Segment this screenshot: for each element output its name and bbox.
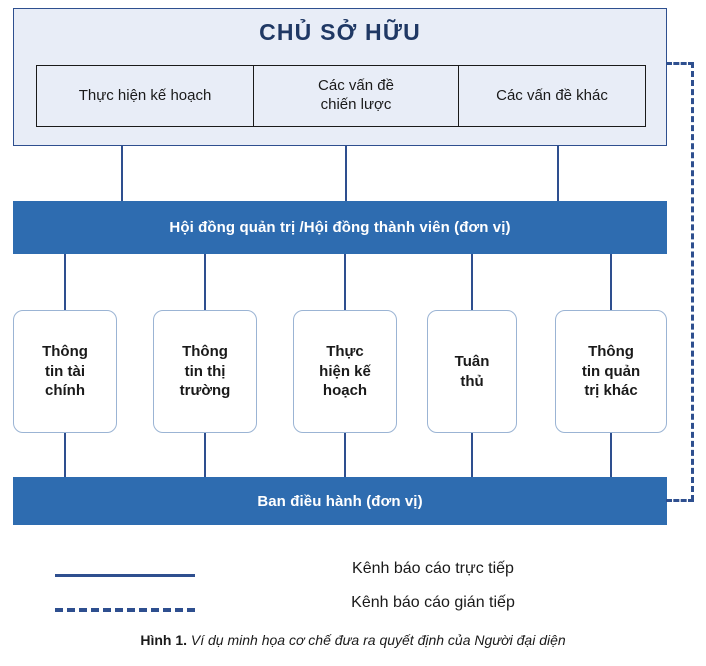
executive-board-label: Ban điều hành (đơn vị) [257, 492, 423, 510]
connector-board-to-card-2 [204, 254, 206, 310]
figure-caption-text: Ví dụ minh họa cơ chế đưa ra quyết định … [187, 632, 566, 648]
connector-card-to-executive-4 [471, 433, 473, 477]
legend-row-indirect: Kênh báo cáo gián tiếp [0, 594, 706, 628]
legend-label-direct: Kênh báo cáo trực tiếp [352, 560, 514, 577]
legend-row-direct: Kênh báo cáo trực tiếp [0, 560, 706, 594]
figure-caption-prefix: Hình 1. [140, 632, 187, 648]
connector-owner-to-board-1 [121, 146, 123, 201]
connector-card-to-executive-5 [610, 433, 612, 477]
figure-caption: Hình 1. Ví dụ minh họa cơ chế đưa ra quy… [0, 632, 706, 648]
owner-subbox-plan-implementation: Thực hiện kế hoạch [36, 65, 254, 127]
connector-board-to-card-3 [344, 254, 346, 310]
legend-dashed-line-swatch [55, 608, 195, 612]
connector-owner-to-board-3 [557, 146, 559, 201]
legend: Kênh báo cáo trực tiếp Kênh báo cáo gián… [0, 560, 706, 628]
connector-card-to-executive-3 [344, 433, 346, 477]
owner-block: CHỦ SỞ HỮU Thực hiện kế hoạch Các vấn đề… [13, 8, 667, 146]
legend-solid-line-swatch [55, 574, 195, 577]
indirect-path-top-segment [666, 62, 694, 65]
owner-subbox-other-issues: Các vấn đề khác [459, 65, 646, 127]
indirect-path-vertical-segment [691, 62, 694, 501]
indirect-path-bottom-segment [666, 499, 694, 502]
board-of-directors-bar: Hội đồng quản trị /Hội đồng thành viên (… [13, 201, 667, 254]
executive-board-bar: Ban điều hành (đơn vị) [13, 477, 667, 525]
connector-card-to-executive-1 [64, 433, 66, 477]
board-of-directors-label: Hội đồng quản trị /Hội đồng thành viên (… [169, 219, 511, 236]
connector-card-to-executive-2 [204, 433, 206, 477]
connector-owner-to-board-2 [345, 146, 347, 201]
connector-board-to-card-5 [610, 254, 612, 310]
owner-title: CHỦ SỞ HỮU [259, 19, 421, 45]
legend-label-indirect: Kênh báo cáo gián tiếp [351, 594, 515, 611]
connector-board-to-card-1 [64, 254, 66, 310]
connector-board-to-card-4 [471, 254, 473, 310]
